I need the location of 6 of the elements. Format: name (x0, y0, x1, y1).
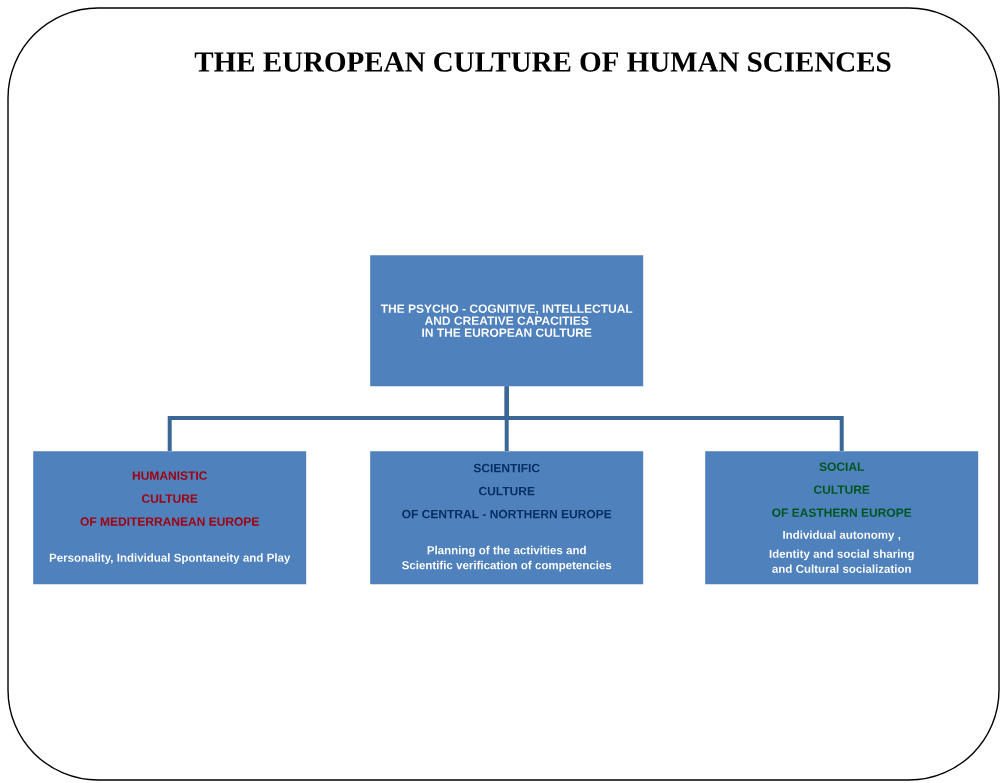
connector (504, 386, 844, 451)
process-box: HUMANISTIC CULTURE OF MEDITERRANEAN EUROPE Personality, Individual Spontaneity and Play (33, 451, 307, 585)
title: THE EUROPEAN CULTURE OF HUMAN SCIENCES (194, 52, 891, 72)
process-box: SCIENTIFIC CULTURE OF CENTRAL - NORTHERN EUROPE Planning of the activities and Scientific verification of competencies (370, 451, 644, 585)
process-box: SOCIAL CULTURE OF EASTHERN EUROPE Individual autonomy , Identity and social sharing and Cultural socialization (705, 451, 979, 585)
process-box: THE PSYCHO - COGNITIVE, INTELLECTUAL AND CREATIVE CAPACITIES IN THE EUROPEAN CULTURE (370, 255, 644, 387)
